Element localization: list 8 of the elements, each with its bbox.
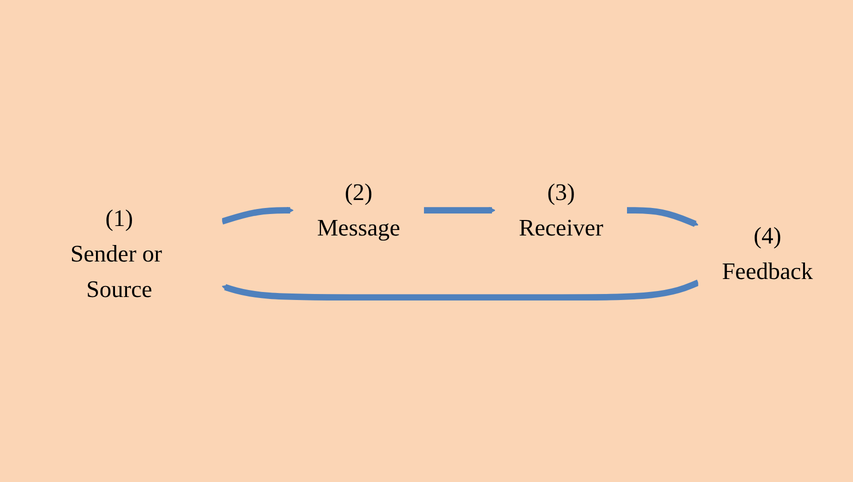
node-text: (2) Message xyxy=(317,179,400,242)
arrow xyxy=(222,280,700,301)
arrow xyxy=(626,207,699,227)
arrow xyxy=(221,206,294,225)
node-text: (4) Feedback xyxy=(722,222,813,285)
node-text: (3) Receiver xyxy=(518,179,604,242)
arrow xyxy=(424,206,496,214)
node-text: (1) Sender or Source xyxy=(70,205,162,303)
